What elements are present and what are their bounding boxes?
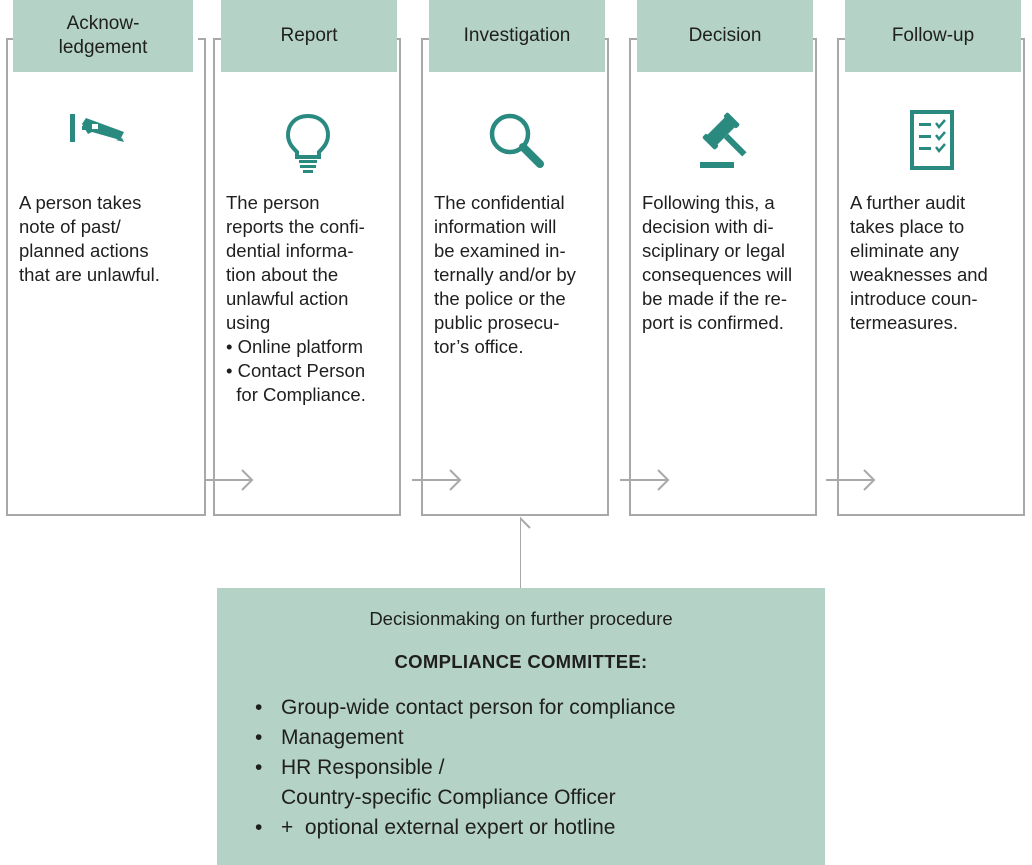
lightbulb-icon <box>276 110 340 174</box>
text-line: sciplinary or legal <box>642 240 785 261</box>
header-line: Investigation <box>463 25 571 46</box>
text-line: dential informa- <box>226 240 354 261</box>
list-item-text: Management <box>281 726 404 749</box>
text-line: termeasures. <box>850 312 958 333</box>
step-header-investigation: Investigation <box>429 0 605 72</box>
text-line: The confidential <box>434 192 565 213</box>
arrow-right-icon <box>412 468 464 492</box>
list-item: • HR Responsible / <box>255 753 676 783</box>
frame-tick <box>601 38 609 40</box>
gavel-icon <box>692 110 756 174</box>
text-line: public prosecu- <box>434 312 560 333</box>
text-line: be made if the re- <box>642 288 787 309</box>
list-item-text: HR Responsible / <box>281 756 445 779</box>
text-line: decision with di- <box>642 216 774 237</box>
step-header-acknowledgement: Acknow-ledgement <box>13 0 193 72</box>
text-line: information will <box>434 216 557 237</box>
step-text-decision: Following this, a decision with di- scip… <box>642 191 792 335</box>
text-line: eliminate any <box>850 240 960 261</box>
text-line: A person takes <box>19 192 142 213</box>
text-line: takes place to <box>850 216 965 237</box>
text-line: ternally and/or by <box>434 264 576 285</box>
text-line: note of past/ <box>19 216 121 237</box>
text-line: • Contact Person <box>226 360 366 381</box>
text-line: that are unlawful. <box>19 264 160 285</box>
step-text-investigation: The confidential information will be exa… <box>434 191 576 359</box>
text-line: be examined in- <box>434 240 566 261</box>
step-frame-report <box>213 38 401 516</box>
text-line: planned actions <box>19 240 149 261</box>
surveillance-camera-icon <box>66 108 130 172</box>
step-text-report: The person reports the confi- dential in… <box>226 191 366 407</box>
step-frame-investigation <box>421 38 609 516</box>
list-item: • Management <box>255 723 676 753</box>
text-line: port is confirmed. <box>642 312 784 333</box>
magnifying-glass-icon <box>484 108 548 172</box>
text-line: unlawful action <box>226 288 349 309</box>
header-line: ledgement <box>58 37 148 58</box>
step-text-follow-up: A further audit takes place to eliminate… <box>850 191 988 335</box>
header-line: Acknow- <box>66 13 140 34</box>
bullet: • <box>255 726 263 749</box>
arrow-right-icon <box>620 468 672 492</box>
text-line: for Compliance. <box>226 384 366 405</box>
step-frame-follow-up <box>837 38 1025 516</box>
frame-tick <box>809 38 817 40</box>
frame-tick <box>393 38 401 40</box>
list-item-text: Country-specific Compliance Officer <box>281 786 616 809</box>
text-line: tor’s office. <box>434 336 524 357</box>
text-line: Following this, a <box>642 192 775 213</box>
committee-subtitle: COMPLIANCE COMMITTEE: <box>394 651 648 672</box>
text-line: consequences will <box>642 264 793 285</box>
arrow-up-icon <box>520 516 560 588</box>
frame-tick <box>837 38 845 40</box>
step-header-decision: Decision <box>637 0 813 72</box>
header-line: Report <box>280 25 338 46</box>
text-line: weaknesses and <box>850 264 988 285</box>
arrow-right-icon <box>826 468 878 492</box>
frame-tick <box>213 38 221 40</box>
bullet: • <box>255 696 263 719</box>
text-line: introduce coun- <box>850 288 978 309</box>
header-line: Decision <box>688 25 762 46</box>
frame-tick <box>629 38 637 40</box>
list-item-text: + optional external expert or hotline <box>281 816 616 839</box>
bullet: • <box>255 816 263 839</box>
list-item: • + optional external expert or hotline <box>255 813 676 843</box>
bullet: • <box>255 756 263 779</box>
frame-tick <box>421 38 429 40</box>
committee-member-list: • Group-wide contact person for complian… <box>255 693 676 843</box>
frame-tick <box>6 38 14 40</box>
text-line: • Online platform <box>226 336 364 357</box>
step-text-acknowledgement: A person takes note of past/ planned act… <box>19 191 160 287</box>
list-item-text: Group-wide contact person for compliance <box>281 696 676 719</box>
list-item: • Group-wide contact person for complian… <box>255 693 676 723</box>
step-frame-acknowledgement <box>6 38 206 516</box>
committee-title: Decisionmaking on further procedure <box>369 608 673 629</box>
text-line: A further audit <box>850 192 966 213</box>
checklist-icon <box>902 108 966 172</box>
text-line: tion about the <box>226 264 339 285</box>
text-line: using <box>226 312 271 333</box>
step-header-report: Report <box>221 0 397 72</box>
step-frame-decision <box>629 38 817 516</box>
text-line: the police or the <box>434 288 566 309</box>
step-header-follow-up: Follow-up <box>845 0 1021 72</box>
header-line: Follow-up <box>891 25 975 46</box>
arrow-right-icon <box>204 468 256 492</box>
frame-tick <box>198 38 206 40</box>
frame-tick <box>1017 38 1025 40</box>
text-line: The person <box>226 192 320 213</box>
compliance-committee-box: Decisionmaking on further procedure COMP… <box>217 588 825 865</box>
text-line: reports the confi- <box>226 216 365 237</box>
